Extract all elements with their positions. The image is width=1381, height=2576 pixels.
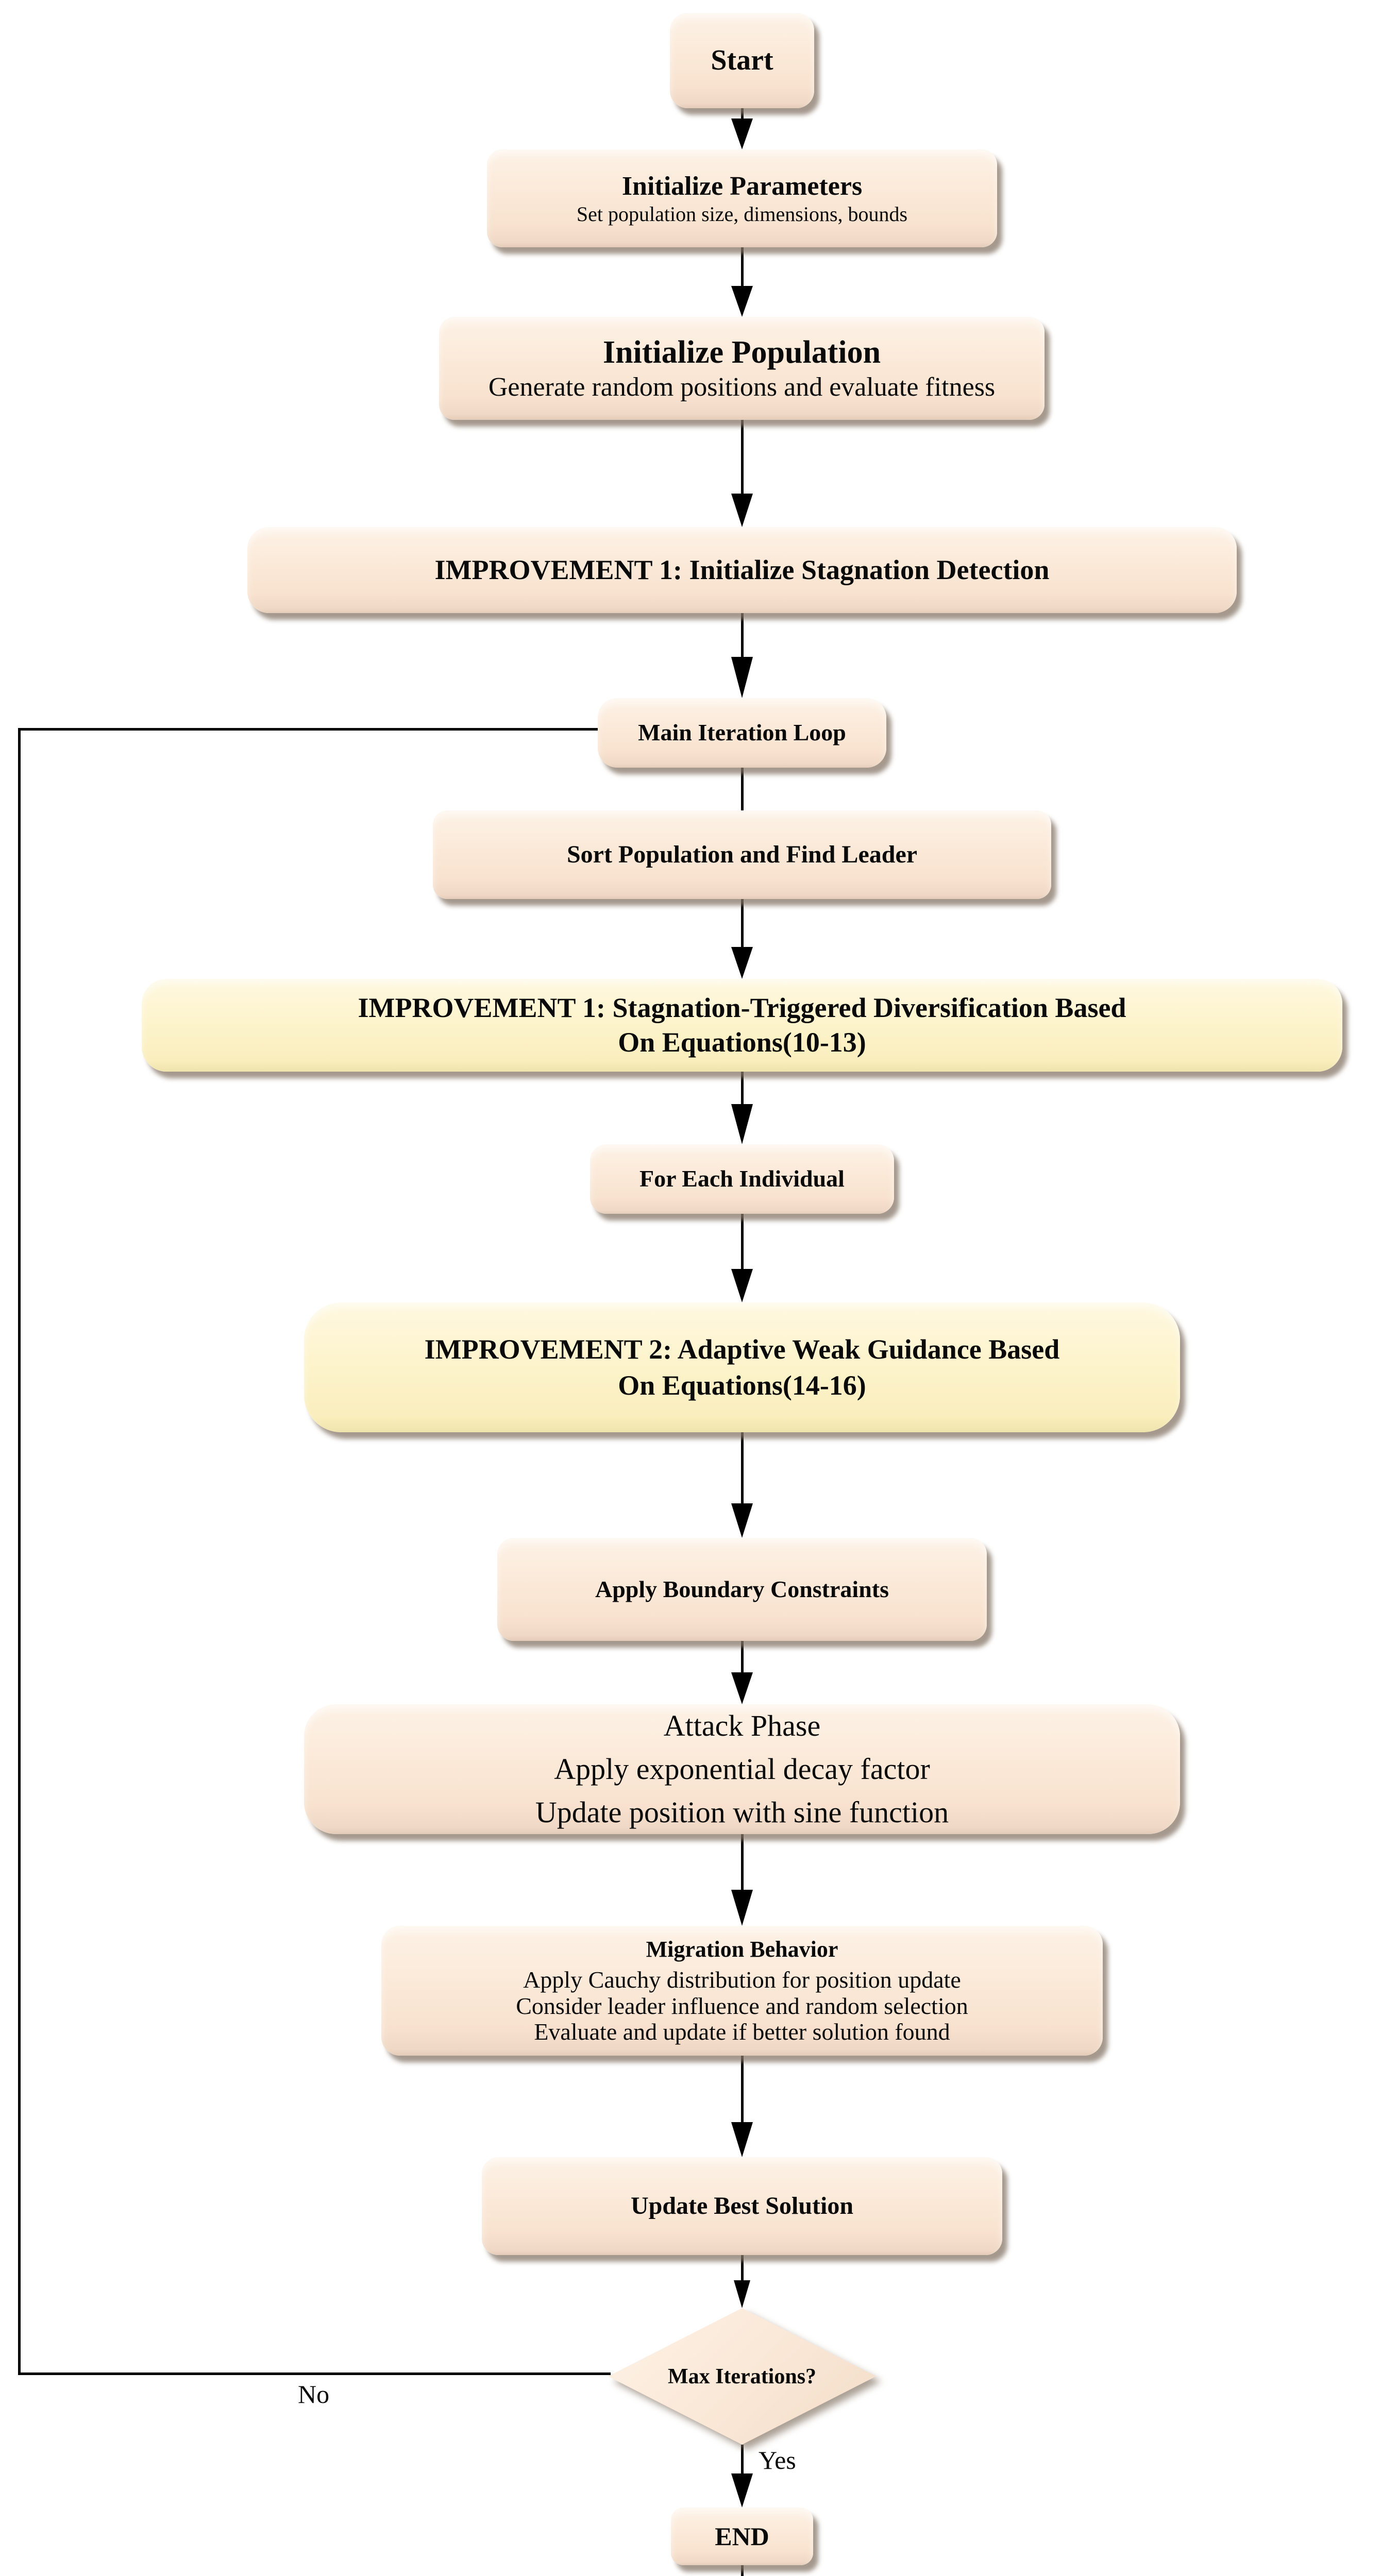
node-attack-phase-line2: Apply exponential decay factor (554, 1752, 930, 1786)
node-update-best-solution: Update Best Solution (482, 2157, 1002, 2255)
node-max-iterations-decision: Max Iterations? (608, 2308, 876, 2445)
node-migration-behavior-line1: Apply Cauchy distribution for position u… (523, 1967, 961, 1993)
node-start-title: Start (711, 44, 773, 77)
node-initialize-population-subtitle: Generate random positions and evaluate f… (488, 372, 996, 402)
node-end: END (671, 2507, 813, 2565)
node-attack-phase: Attack Phase Apply exponential decay fac… (304, 1704, 1180, 1834)
arrowhead-migration (731, 1890, 753, 1926)
connector-boundary-attack (741, 1641, 744, 1674)
node-main-iteration-loop-title: Main Iteration Loop (638, 719, 846, 746)
node-improvement1-diversification-line1: IMPROVEMENT 1: Stagnation-Triggered Dive… (358, 992, 1126, 1023)
node-initialize-parameters-subtitle: Set population size, dimensions, bounds (576, 202, 908, 226)
node-improvement2-weak-guidance: IMPROVEMENT 2: Adaptive Weak Guidance Ba… (304, 1302, 1180, 1432)
node-migration-behavior-line3: Evaluate and update if better solution f… (534, 2019, 950, 2045)
node-end-title: END (715, 2521, 769, 2551)
node-main-iteration-loop: Main Iteration Loop (598, 698, 886, 768)
node-sort-population: Sort Population and Find Leader (433, 810, 1051, 899)
loop-line-bottom (18, 2372, 611, 2375)
node-initialize-population-title: Initialize Population (602, 334, 881, 370)
arrowhead-foreach (731, 1104, 753, 1144)
node-for-each-individual-title: For Each Individual (639, 1165, 845, 1192)
node-migration-behavior-title: Migration Behavior (646, 1937, 838, 1962)
arrowhead-imp1 (731, 947, 753, 979)
connector-start-initparams (741, 108, 744, 124)
node-initialize-population: Initialize Population Generate random po… (439, 317, 1045, 420)
node-initialize-parameters: Initialize Parameters Set population siz… (487, 149, 997, 247)
node-apply-boundary-constraints-title: Apply Boundary Constraints (595, 1575, 889, 1602)
node-apply-boundary-constraints: Apply Boundary Constraints (497, 1538, 987, 1641)
connector-attack-migration (741, 1834, 744, 1892)
arrowhead-mainloop (731, 657, 753, 698)
connector-decision-end (741, 2445, 744, 2476)
node-start: Start (670, 13, 814, 108)
loop-line-top (18, 728, 599, 731)
node-improvement2-weak-guidance-line1: IMPROVEMENT 2: Adaptive Weak Guidance Ba… (424, 1333, 1060, 1365)
arrowhead-imp2 (731, 1269, 753, 1302)
edge-label-yes: Yes (759, 2446, 796, 2475)
connector-update-decision (741, 2254, 744, 2282)
node-sort-population-title: Sort Population and Find Leader (566, 840, 918, 868)
node-initialize-parameters-title: Initialize Parameters (621, 171, 863, 201)
loop-line-left (18, 728, 21, 2375)
node-max-iterations-title: Max Iterations? (667, 2364, 817, 2388)
connector-end-return (741, 2565, 744, 2576)
node-update-best-solution-title: Update Best Solution (630, 2192, 854, 2219)
node-attack-phase-line1: Attack Phase (663, 1708, 821, 1742)
arrowhead-end (731, 2473, 753, 2507)
node-improvement1-init-stagnation-title: IMPROVEMENT 1: Initialize Stagnation Det… (434, 554, 1050, 585)
arrowhead-imp1init (731, 494, 753, 527)
arrowhead-initpop (731, 286, 753, 317)
node-improvement2-weak-guidance-line2: On Equations(14-16) (618, 1370, 866, 1401)
node-migration-behavior: Migration Behavior Apply Cauchy distribu… (381, 1926, 1103, 2056)
connector-foreach-imp2 (741, 1203, 744, 1271)
connector-imp1-foreach (741, 1072, 744, 1107)
node-attack-phase-line3: Update position with sine function (535, 1795, 949, 1829)
arrowhead-attack (731, 1672, 753, 1704)
node-migration-behavior-line2: Consider leader influence and random sel… (516, 1992, 968, 2019)
connector-imp1init-mainloop (741, 613, 744, 659)
connector-migration-update (741, 2056, 744, 2124)
arrowhead-boundary (731, 1503, 753, 1538)
arrowhead-decision (734, 2280, 750, 2308)
connector-initparams-initpop (741, 247, 744, 289)
connector-sort-imp1 (741, 899, 744, 950)
edge-label-no: No (298, 2380, 330, 2409)
node-improvement1-diversification: IMPROVEMENT 1: Stagnation-Triggered Dive… (142, 979, 1342, 1072)
max-iterations-diamond: Max Iterations? (608, 2308, 876, 2445)
node-improvement1-init-stagnation: IMPROVEMENT 1: Initialize Stagnation Det… (247, 527, 1237, 613)
connector-mainloop-sort (741, 768, 744, 810)
connector-imp2-boundary (741, 1432, 744, 1505)
node-for-each-individual: For Each Individual (590, 1144, 894, 1214)
arrowhead-initparams (731, 118, 753, 149)
arrowhead-update (731, 2122, 753, 2157)
connector-initpop-imp1init (741, 420, 744, 496)
node-improvement1-diversification-line2: On Equations(10-13) (618, 1027, 866, 1058)
